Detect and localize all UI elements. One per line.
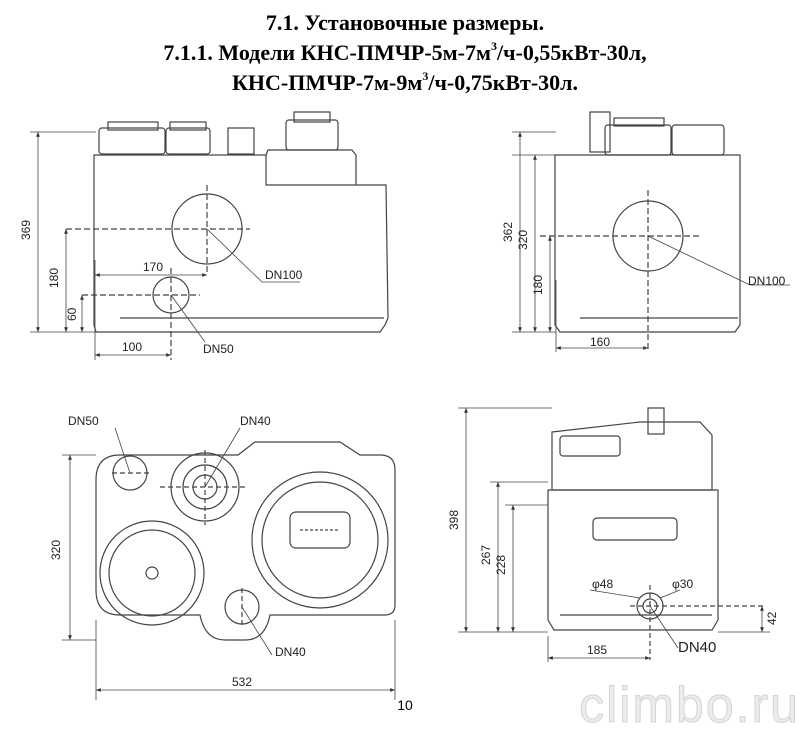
side-view	[512, 111, 790, 352]
front-dim-180: 180	[47, 268, 61, 288]
back-label-d30: φ30	[672, 577, 693, 591]
front-view	[30, 111, 389, 360]
back-view	[458, 407, 770, 662]
front-dim-170: 170	[143, 260, 163, 274]
title-line-1: 7.1. Установочные размеры.	[265, 10, 545, 35]
top-label-dn40-top: DN40	[240, 414, 271, 428]
side-dim-180: 180	[531, 275, 545, 295]
page-title: 7.1. Установочные размеры. 7.1.1. Модели…	[0, 8, 810, 98]
back-dim-42: 42	[765, 611, 779, 625]
back-dim-398: 398	[447, 510, 461, 530]
front-label-dn100: DN100	[265, 268, 303, 282]
side-dim-320: 320	[516, 230, 530, 250]
top-view	[62, 427, 396, 700]
page-number: 10	[397, 697, 413, 713]
side-label-dn100: DN100	[748, 274, 786, 288]
top-label-dn50: DN50	[68, 414, 99, 428]
watermark: climbo.ru	[579, 677, 800, 734]
back-dim-185: 185	[587, 643, 607, 657]
back-label-d48: φ48	[592, 577, 613, 591]
title-line-2: 7.1.1. Модели КНС-ПМЧР-5м-7м3/ч-0,55кВт-…	[163, 38, 647, 65]
top-label-dn40-bottom: DN40	[275, 645, 306, 659]
top-dim-320: 320	[49, 540, 63, 560]
side-dim-362: 362	[501, 222, 515, 242]
back-label-dn40: DN40	[678, 639, 716, 656]
front-dim-369: 369	[19, 220, 33, 240]
front-label-dn50: DN50	[203, 342, 234, 356]
back-dim-228: 228	[494, 555, 508, 575]
title-line-3: КНС-ПМЧР-7м-9м3/ч-0,75кВт-30л.	[231, 68, 579, 95]
front-dim-100: 100	[122, 340, 142, 354]
front-dim-60: 60	[65, 307, 79, 321]
back-dim-267: 267	[479, 545, 493, 565]
top-dim-532: 532	[232, 675, 252, 689]
side-dim-160: 160	[590, 335, 610, 349]
